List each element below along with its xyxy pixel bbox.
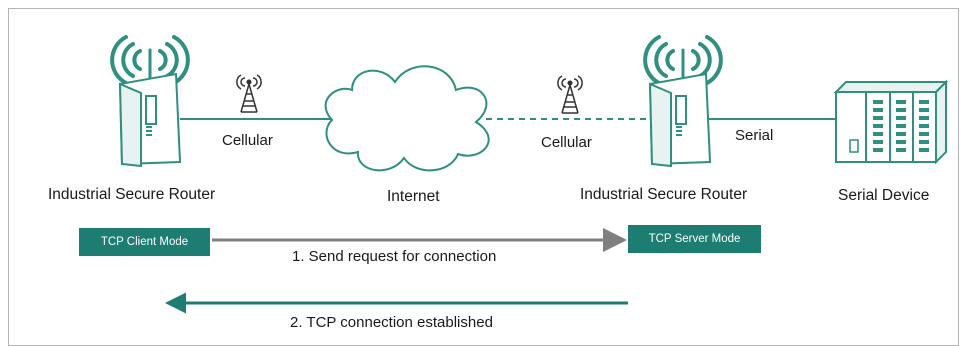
cell-tower-icon — [236, 74, 262, 113]
cellular-label-left: Cellular — [222, 132, 273, 149]
serial-label: Serial — [735, 127, 774, 144]
step-2-label: 2. TCP connection established — [290, 314, 493, 331]
tcp-server-mode-badge: TCP Server Mode — [628, 225, 761, 253]
serial-device-label: Serial Device — [838, 187, 930, 204]
right-router-label: Industrial Secure Router — [580, 186, 748, 203]
cellular-label-right: Cellular — [541, 134, 592, 151]
left-router-label: Industrial Secure Router — [48, 186, 216, 203]
tcp-client-mode-badge: TCP Client Mode — [79, 228, 210, 256]
step-1-label: 1. Send request for connection — [292, 248, 497, 265]
router-icon — [118, 72, 182, 168]
cell-tower-icon — [557, 75, 583, 114]
cloud-icon — [324, 65, 490, 172]
internet-label: Internet — [387, 188, 440, 205]
router-icon — [648, 72, 712, 168]
serial-device-icon — [833, 79, 949, 165]
